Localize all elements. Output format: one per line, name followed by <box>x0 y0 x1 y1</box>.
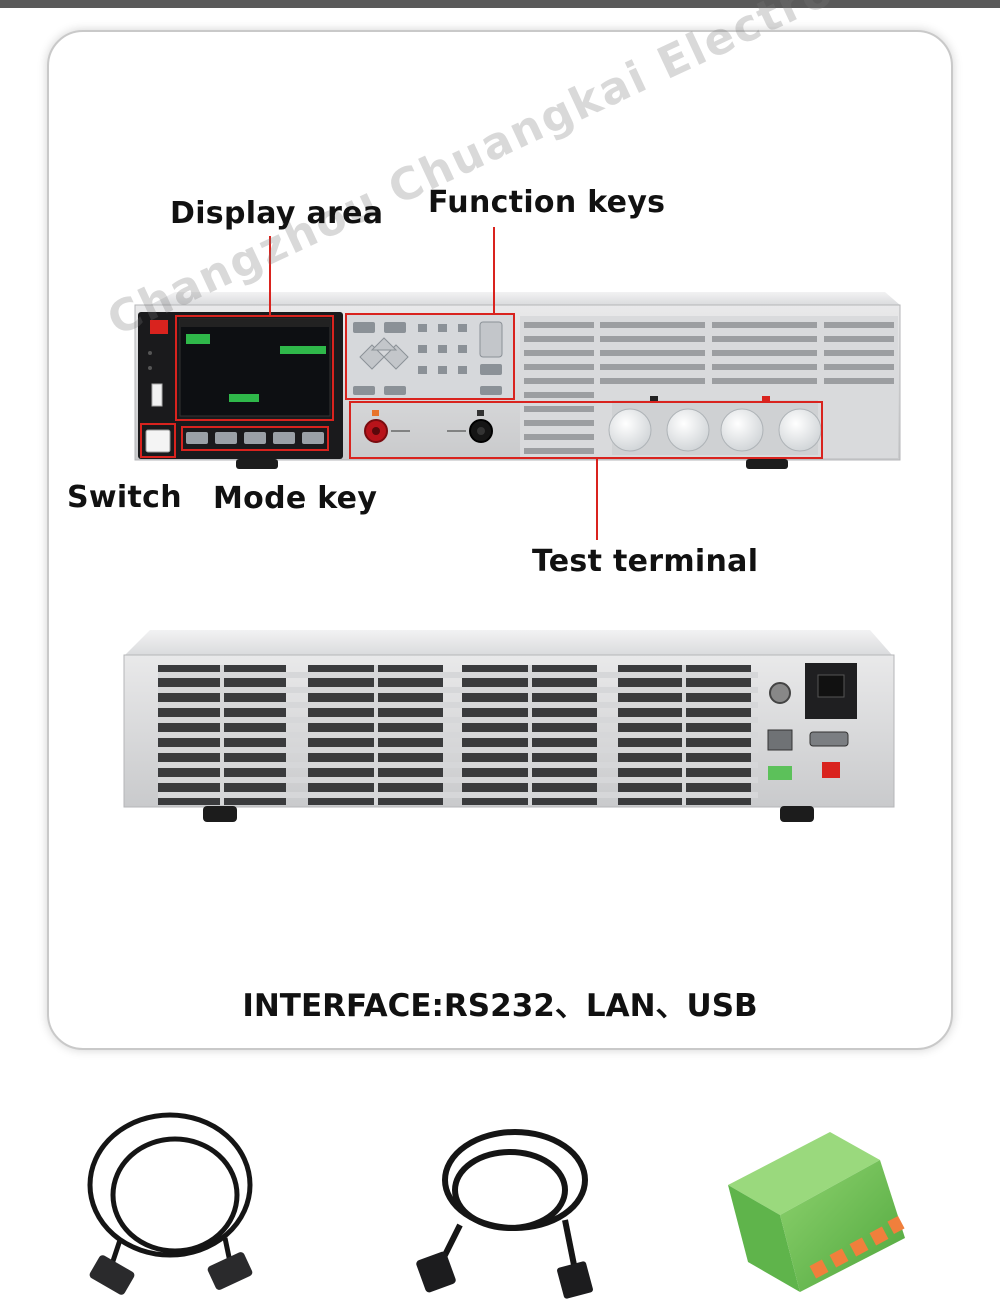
indicator-led <box>148 366 152 370</box>
numeric-key[interactable] <box>438 345 447 353</box>
enter-key[interactable] <box>384 322 406 333</box>
callout-test-terminal <box>349 401 823 459</box>
db9-connector <box>89 1255 135 1295</box>
on-off-key[interactable] <box>479 321 503 358</box>
mode-key[interactable] <box>353 386 375 395</box>
input-knob-positive-1[interactable] <box>720 408 764 452</box>
menu-key[interactable] <box>384 386 406 395</box>
numeric-keypad <box>418 324 467 374</box>
callout-mode-key <box>181 426 329 451</box>
label-switch: Switch <box>67 480 182 515</box>
numeric-key[interactable] <box>458 345 467 353</box>
lock-key[interactable] <box>480 364 502 375</box>
trig-key[interactable] <box>480 386 502 395</box>
power-socket <box>817 674 845 698</box>
terminal-hole <box>372 427 380 435</box>
rear-unit <box>123 630 895 822</box>
power-plug <box>416 1251 456 1293</box>
numeric-key[interactable] <box>418 324 427 332</box>
numeric-key[interactable] <box>438 324 447 332</box>
rear-foot <box>780 806 814 822</box>
top-bar <box>0 0 1000 8</box>
power-cord <box>416 1129 593 1299</box>
numeric-key[interactable] <box>418 366 427 374</box>
para-badge <box>280 346 326 354</box>
arrow-right-icon[interactable] <box>383 344 409 370</box>
lcd-header <box>180 319 330 327</box>
input-knob-positive-2[interactable] <box>778 408 822 452</box>
green-terminal[interactable] <box>768 766 792 780</box>
rear-vent-slats <box>158 672 758 798</box>
front-unit <box>134 292 901 469</box>
terminal-block <box>728 1132 905 1292</box>
load-value-box <box>229 394 259 402</box>
callout-display-area <box>175 315 334 421</box>
callout-function-keys <box>345 313 515 400</box>
cord-loop <box>452 1149 568 1231</box>
rear-vent-dividers <box>220 665 686 805</box>
rs232-port[interactable] <box>809 731 849 747</box>
product-card <box>47 30 953 1050</box>
terminal-hole <box>477 427 485 435</box>
mode-key-cc[interactable] <box>215 432 237 444</box>
negative-marker <box>650 396 658 402</box>
negative-marker <box>477 410 484 416</box>
label-test-terminal: Test terminal <box>532 544 759 579</box>
numeric-key[interactable] <box>418 345 427 353</box>
numeric-key[interactable] <box>458 324 467 332</box>
bnc-connector[interactable] <box>769 682 791 704</box>
rs232-cable <box>87 1112 253 1295</box>
mode-key-set[interactable] <box>302 432 324 444</box>
iec-connector <box>557 1261 593 1299</box>
mode-key-cr[interactable] <box>273 432 295 444</box>
terminal-levers <box>809 1216 905 1279</box>
arrow-up-icon[interactable] <box>370 337 398 351</box>
terminal-front <box>780 1160 905 1292</box>
usb-port <box>151 383 163 407</box>
front-foot <box>236 459 278 469</box>
positive-marker <box>372 410 379 416</box>
input-knob-negative-1[interactable] <box>608 408 652 452</box>
esc-key[interactable] <box>353 322 375 333</box>
numeric-key[interactable] <box>438 366 447 374</box>
db9-connector <box>207 1252 253 1290</box>
label-mode-key: Mode key <box>213 481 378 516</box>
lan-port[interactable] <box>767 729 793 751</box>
positive-marker <box>762 396 770 402</box>
terminal-top <box>728 1132 880 1215</box>
terminal-side <box>728 1185 800 1292</box>
indicator-led <box>148 351 152 355</box>
label-function-keys: Function keys <box>428 185 666 220</box>
mode-key-row <box>186 432 324 444</box>
front-unit-top <box>150 292 900 305</box>
numeric-key[interactable] <box>458 366 467 374</box>
interface-caption: INTERFACE:RS232、LAN、USB <box>242 988 758 1024</box>
arrow-left-icon[interactable] <box>359 344 385 370</box>
callout-switch <box>140 423 176 458</box>
input-knob-negative-2[interactable] <box>666 408 710 452</box>
voltage-selector[interactable] <box>822 762 840 778</box>
mode-key-cw[interactable] <box>244 432 266 444</box>
rear-foot <box>203 806 237 822</box>
cable-loop <box>87 1112 253 1258</box>
front-vent-grill <box>520 316 898 458</box>
mode-badge <box>186 334 210 344</box>
front-foot <box>746 459 788 469</box>
cable-loop <box>110 1136 240 1254</box>
label-display-area: Display area <box>170 196 384 231</box>
callouts <box>140 227 823 540</box>
mode-key-cv[interactable] <box>186 432 208 444</box>
input-terminals <box>608 396 822 455</box>
power-switch[interactable] <box>145 429 171 453</box>
brand-logo <box>150 320 168 334</box>
rear-unit-top <box>125 630 892 655</box>
